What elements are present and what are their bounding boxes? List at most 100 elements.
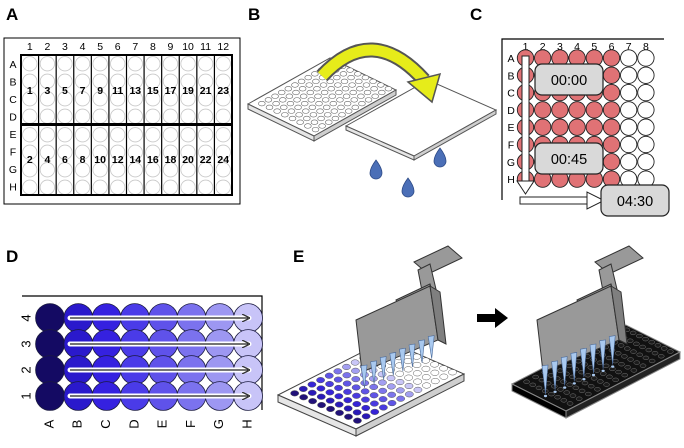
well [309, 112, 318, 118]
column-label: 4 [574, 41, 580, 53]
well [615, 369, 622, 375]
well [403, 357, 413, 365]
well [371, 93, 379, 99]
well [351, 384, 361, 391]
column-label: 7 [626, 41, 632, 53]
well [127, 108, 143, 124]
group-number: 7 [80, 85, 86, 97]
column-label: 6 [609, 41, 615, 53]
row-label: B [9, 76, 16, 88]
well [92, 56, 108, 72]
well [271, 93, 279, 99]
well [557, 387, 564, 392]
drop [369, 159, 383, 180]
well [578, 388, 586, 394]
column-label: E [155, 419, 170, 428]
well [361, 75, 370, 81]
pipette-tip [418, 339, 425, 363]
row-label: B [507, 70, 514, 82]
dilution-well [35, 355, 65, 385]
pipette-tip [599, 339, 606, 369]
well [554, 395, 561, 400]
well [350, 97, 358, 103]
well [361, 404, 371, 412]
well [308, 104, 317, 110]
column-label: 12 [217, 41, 229, 53]
well [127, 91, 143, 107]
well [313, 86, 321, 92]
well [110, 179, 126, 195]
well [306, 89, 314, 96]
well [110, 162, 126, 178]
well [325, 397, 335, 404]
group-number: 12 [112, 154, 124, 166]
well [633, 360, 641, 365]
well [180, 127, 196, 143]
well [560, 379, 567, 384]
well [307, 381, 317, 388]
well [566, 401, 574, 406]
row-label: C [507, 88, 515, 100]
well [587, 384, 595, 389]
row-label: 4 [18, 314, 33, 321]
well [281, 112, 289, 118]
well [198, 144, 214, 160]
well [614, 351, 622, 356]
tip-droplet [572, 382, 576, 385]
column-label: 4 [80, 41, 86, 53]
empty-well [620, 135, 638, 154]
group-number: 23 [217, 85, 229, 97]
well [286, 101, 295, 107]
well [654, 343, 662, 348]
time-box-mid [534, 142, 604, 175]
well [280, 104, 288, 110]
well [343, 405, 353, 412]
well [162, 56, 179, 72]
well [215, 179, 231, 195]
well [350, 359, 360, 366]
group-number: 15 [147, 85, 159, 97]
well [636, 333, 643, 339]
well [378, 387, 388, 394]
column-label: 1 [27, 41, 33, 53]
multichannel-pipette-left [355, 245, 463, 389]
pipette-tip [427, 335, 435, 359]
well [334, 384, 343, 391]
tip-droplet [543, 394, 548, 398]
well [342, 93, 351, 99]
well [57, 91, 73, 107]
pipette-tip [560, 356, 568, 386]
well [346, 67, 354, 73]
well [22, 73, 38, 89]
well [348, 82, 356, 88]
well [639, 344, 646, 350]
well [347, 75, 355, 81]
group-number: 16 [147, 154, 159, 166]
well [328, 93, 336, 99]
well [439, 365, 448, 372]
well [180, 56, 196, 72]
well [333, 376, 343, 383]
well [404, 374, 413, 381]
well [330, 108, 339, 114]
well [317, 401, 326, 409]
well [284, 86, 293, 92]
well [413, 378, 422, 385]
well [298, 385, 308, 392]
well [422, 382, 431, 389]
well [648, 340, 655, 345]
group-number: 9 [97, 85, 103, 97]
group-number: 22 [200, 154, 212, 166]
panel-d-letter: D [6, 247, 18, 266]
vertical-arrow-shaft [521, 55, 530, 183]
well [357, 93, 365, 99]
well [304, 123, 312, 129]
well [349, 89, 357, 96]
well [162, 127, 179, 143]
time-end: 04:30 [617, 194, 653, 210]
well [387, 383, 396, 390]
target-sheet-edge [413, 109, 497, 161]
well [370, 86, 378, 92]
